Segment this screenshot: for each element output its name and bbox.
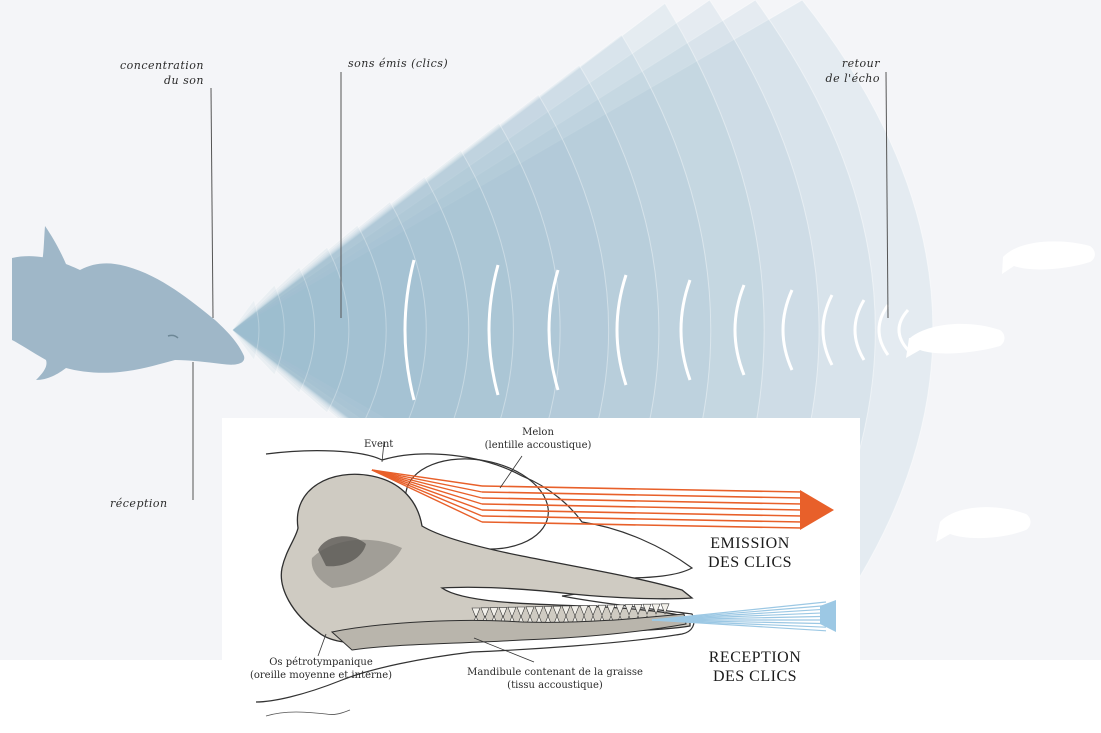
emission-ray: [482, 516, 802, 522]
label-sons-emis: sons émis (clics): [348, 56, 448, 71]
leader-os: [318, 634, 326, 656]
label-mandibule: Mandibule contenant de la graisse (tissu…: [450, 666, 660, 692]
label-event: Event: [364, 438, 393, 451]
label-melon: Melon (lentille accoustique): [478, 426, 598, 452]
emission-arrowhead: [800, 490, 834, 530]
label-reception-clics-line2: DES CLICS: [690, 667, 820, 686]
label-mandibule-line2: (tissu accoustique): [450, 679, 660, 692]
skull-inset: Event Melon (lentille accoustique) EMISS…: [222, 418, 860, 729]
label-retour: retour de l'écho: [780, 56, 880, 86]
label-melon-line1: Melon: [478, 426, 598, 439]
label-retour-line1: retour: [780, 56, 880, 71]
label-mandibule-line1: Mandibule contenant de la graisse: [450, 666, 660, 679]
label-emission-line2: DES CLICS: [690, 553, 810, 572]
label-melon-line2: (lentille accoustique): [478, 439, 598, 452]
label-retour-line2: de l'écho: [780, 71, 880, 86]
label-concentration-line1: concentration: [80, 58, 204, 73]
label-reception-clics-line1: RECEPTION: [690, 648, 820, 667]
label-emission: EMISSION DES CLICS: [690, 534, 810, 572]
emission-ray: [482, 510, 802, 516]
emission-ray: [482, 522, 802, 528]
emission-rays: [372, 470, 802, 528]
leader-mandibule: [474, 638, 534, 662]
emission-ray: [482, 498, 802, 504]
artist-signature: [266, 710, 350, 716]
label-os: Os pétrotympanique (oreille moyenne et i…: [236, 656, 406, 682]
label-emission-line1: EMISSION: [690, 534, 810, 553]
emission-ray: [482, 486, 802, 492]
label-os-line1: Os pétrotympanique: [236, 656, 406, 669]
label-reception-clics: RECEPTION DES CLICS: [690, 648, 820, 686]
label-concentration: concentration du son: [80, 58, 204, 88]
emission-ray: [482, 492, 802, 498]
label-concentration-line2: du son: [80, 73, 204, 88]
label-reception: réception: [110, 496, 168, 511]
emission-ray: [482, 504, 802, 510]
label-os-line2: (oreille moyenne et interne): [236, 669, 406, 682]
